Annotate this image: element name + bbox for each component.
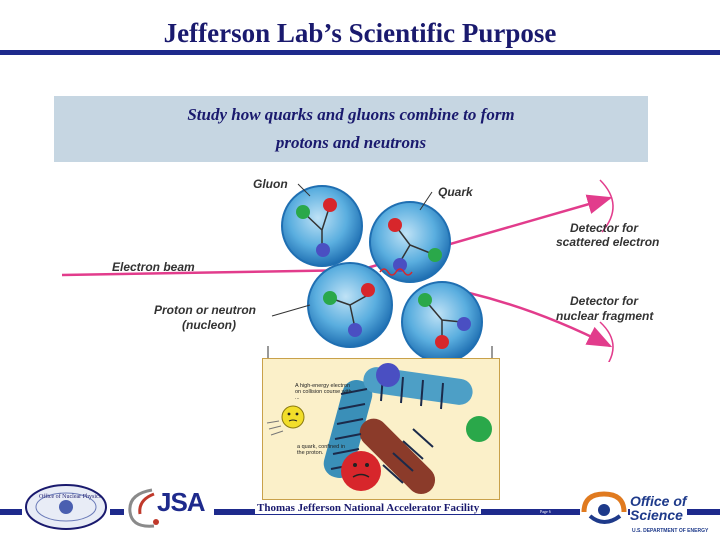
nucleon-top-left <box>281 185 363 267</box>
title-rule <box>0 50 720 55</box>
office-of-science-emblem <box>580 490 628 532</box>
label-detector-scattered-1: Detector for <box>570 221 639 235</box>
inset-electron-caption: A high-energy electron on collision cour… <box>295 383 352 401</box>
label-electron-beam: Electron beam <box>112 260 195 274</box>
callout-line-2: protons and neutrons <box>275 133 427 152</box>
doe-text: U.S. DEPARTMENT OF ENERGY <box>632 528 709 534</box>
detector-arc-lower <box>599 321 614 362</box>
inset-illustration <box>266 363 492 495</box>
label-quark: Quark <box>438 185 474 199</box>
inset-quark-caption: a quark, confined in the proton. <box>297 444 346 456</box>
nucleon-pointer <box>271 304 311 317</box>
office-of-science-text: Office of Science <box>630 494 687 522</box>
electron-beam-line <box>61 268 361 277</box>
electron-face <box>281 405 305 429</box>
slide-title: Jefferson Lab’s Scientific Purpose <box>163 18 557 48</box>
jsa-logo-text: JSA <box>157 487 206 517</box>
onp-logo-text: Office of Nuclear Physics <box>38 494 102 500</box>
detector-arc-upper <box>599 179 614 233</box>
label-detector-scattered-2: scattered electron <box>556 235 659 249</box>
office-of-science-line1: Office of <box>630 493 687 509</box>
callout-line-1: Study how quarks and gluons combine to f… <box>187 105 515 124</box>
nucleon-top-right <box>369 201 451 283</box>
quark-pointer <box>419 191 433 211</box>
footer-text: Thomas Jefferson National Accelerator Fa… <box>255 502 482 514</box>
quark-red-face <box>341 451 381 491</box>
callout-box: Study how quarks and gluons combine to f… <box>54 96 648 162</box>
nucleon-bottom-left <box>307 262 393 348</box>
nucleon-scattering-diagram: Gluon Quark Electron beam Proton or neut… <box>61 177 659 362</box>
page-number: Page 6 <box>540 509 551 514</box>
jsa-logo-mark <box>124 486 214 532</box>
label-gluon: Gluon <box>253 177 288 191</box>
motion-lines <box>266 420 284 436</box>
quark-collision-inset: A high-energy electron on collision cour… <box>262 358 500 500</box>
office-of-science-line2: Science <box>630 507 683 523</box>
gluon-pointer <box>297 183 311 197</box>
nucleon-bottom-right <box>401 281 483 362</box>
quark-green-face <box>466 416 492 442</box>
quark-blue-face <box>376 363 400 387</box>
label-detector-fragment-1: Detector for <box>570 294 639 308</box>
onp-logo <box>22 482 110 532</box>
label-detector-fragment-2: nuclear fragment <box>556 309 654 323</box>
label-nucleon-2: (nucleon) <box>182 318 236 332</box>
label-nucleon-1: Proton or neutron <box>154 303 256 317</box>
gluon-squiggle <box>379 268 413 276</box>
